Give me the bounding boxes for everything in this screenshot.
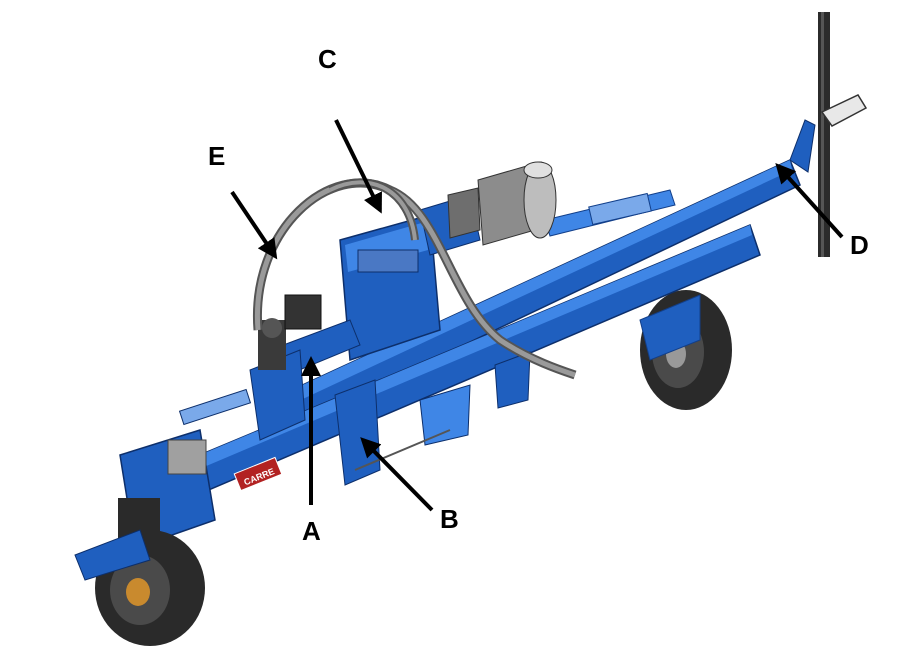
- main-beam: [268, 119, 816, 431]
- label-c: C: [318, 44, 337, 74]
- left-link-arm: [178, 319, 361, 441]
- callout-arrows: [230, 119, 844, 512]
- label-b: B: [440, 504, 459, 534]
- label-d: D: [850, 230, 869, 260]
- hydraulic-hose: [252, 178, 577, 380]
- left-wheel-assembly: CARRE: [74, 429, 283, 646]
- hydraulic-cylinder: [544, 189, 676, 237]
- control-box: [447, 161, 557, 246]
- arrow-b: [360, 437, 434, 512]
- arrow-c: [334, 119, 382, 214]
- arrow-e: [230, 190, 278, 260]
- label-a: A: [302, 516, 321, 546]
- valve-block: [258, 294, 322, 370]
- label-e: E: [208, 141, 225, 171]
- arrow-d: [775, 163, 844, 239]
- support-legs: [334, 351, 531, 486]
- callout-labels: A B C D E: [208, 44, 869, 546]
- right-wheel: [639, 290, 732, 410]
- marker-mast: [818, 12, 868, 257]
